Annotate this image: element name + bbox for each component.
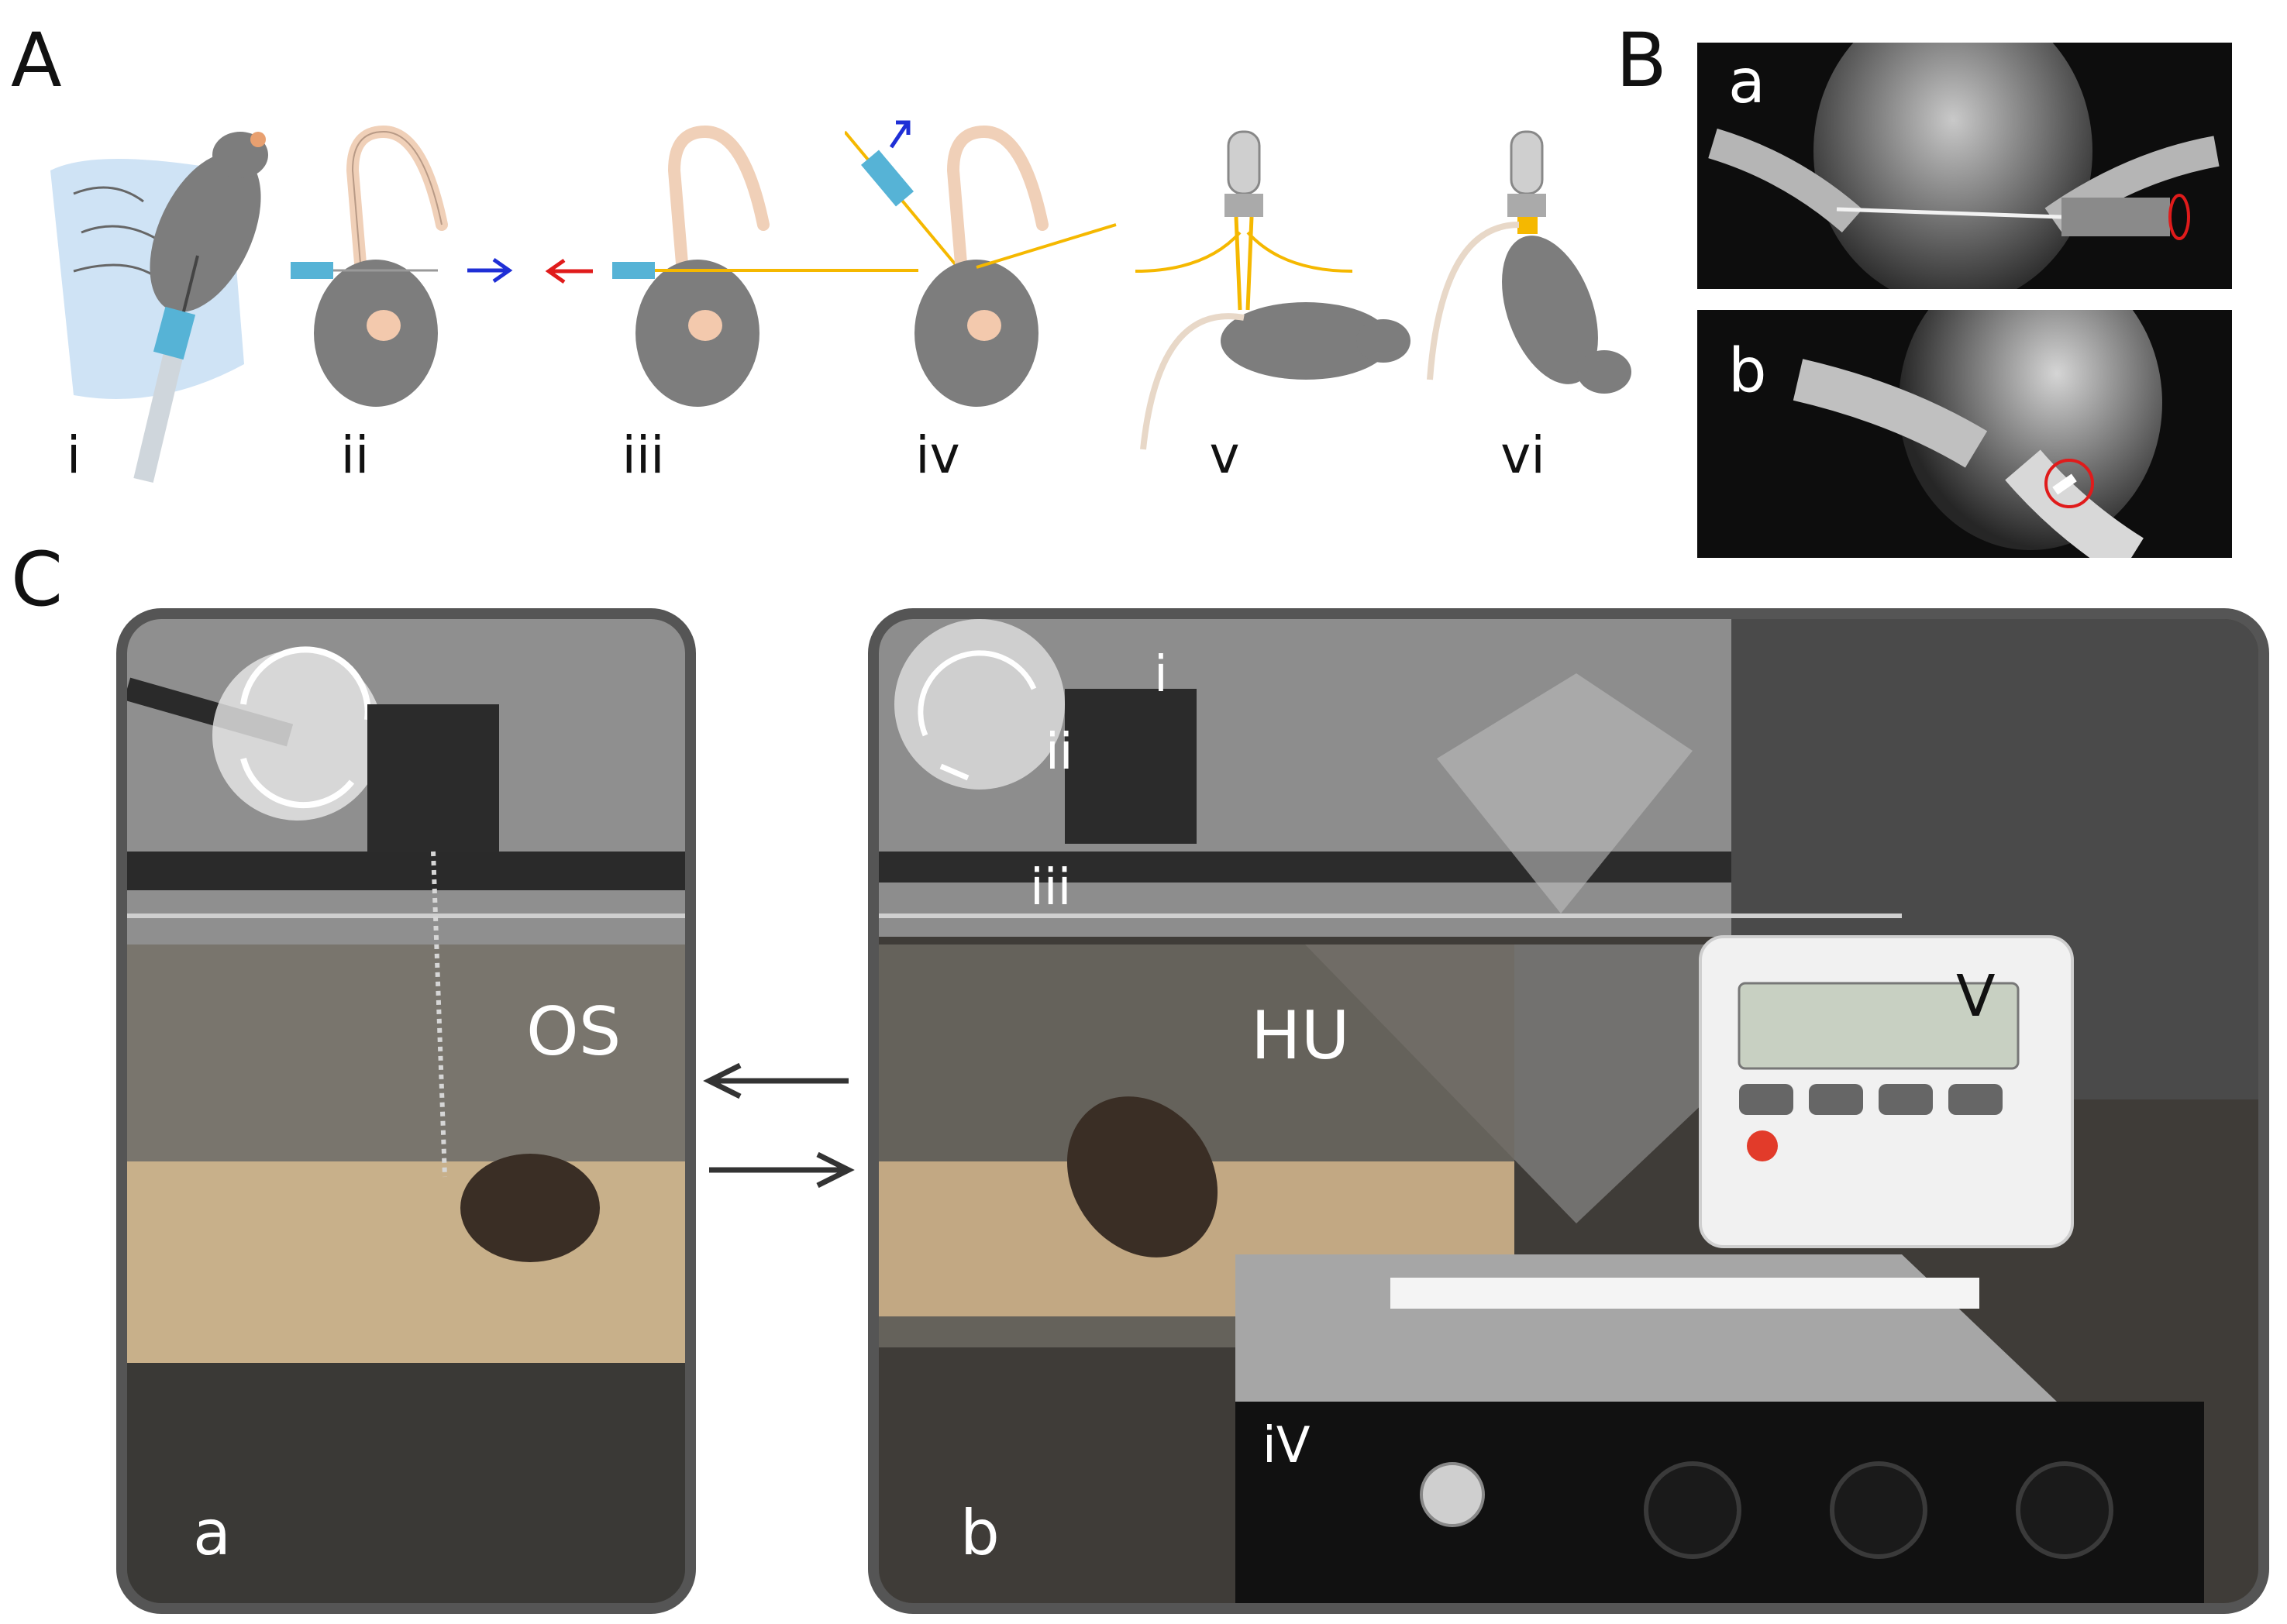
needle-hub [291,262,333,279]
bead-chain [431,851,447,1178]
part-label-i: i [1154,646,1168,704]
panel-c-letter: C [11,536,64,623]
arrow-right-icon [709,1151,855,1189]
xray-label-b: b [1728,336,1767,406]
condition-label-os: OS [526,993,622,1071]
part-label-iv: iV [1262,1417,1311,1474]
step-label-iii: iii [622,425,665,485]
marker-circle-b [2044,459,2094,508]
xray-image-a: a [1697,43,2232,289]
step-iv-illustration [845,120,1117,407]
photo-frame-hu: i ii iii HU V iV b [868,608,2269,1614]
photo-frame-os: OS a [116,608,696,1614]
step-label-v: v [1209,425,1240,485]
xray-image-b: b [1697,310,2232,558]
step-v-illustration [1135,130,1410,450]
step-i-illustration [50,132,268,483]
panel-a-letter: A [11,17,62,104]
mouse-body [150,153,261,312]
needle-xray [1836,207,2062,219]
part-label-ii: ii [1045,724,1073,781]
arrow-right-blue [467,257,513,284]
mouse-photo [460,1154,600,1262]
switch-arrows [703,1062,855,1189]
rotation-arrow-icon [240,646,371,809]
step-iii-illustration [612,125,918,407]
photo-label-b: b [960,1497,1000,1569]
arrow-left-icon [703,1062,849,1099]
step-label-iv: iv [915,425,960,485]
clip-hook [1227,130,1261,195]
part-label-iii: iii [1030,859,1072,917]
photo-label-a: a [193,1497,232,1569]
mouse-photo [1066,1096,1218,1258]
condition-label-hu: HU [1251,997,1350,1075]
panel-b-letter: B [1616,17,1667,104]
step-ii-illustration [291,125,513,407]
step-label-i: i [66,425,81,485]
marker-circle-a [2168,194,2190,240]
part-label-v: V [1956,963,1996,1030]
step-label-ii: ii [340,425,370,485]
step-label-vi: vi [1500,425,1545,485]
rotation-arrow-icon [918,650,1037,781]
xray-label-a: a [1728,47,1765,117]
arrow-left-red [545,258,593,284]
step-vi-illustration [1427,130,1631,394]
